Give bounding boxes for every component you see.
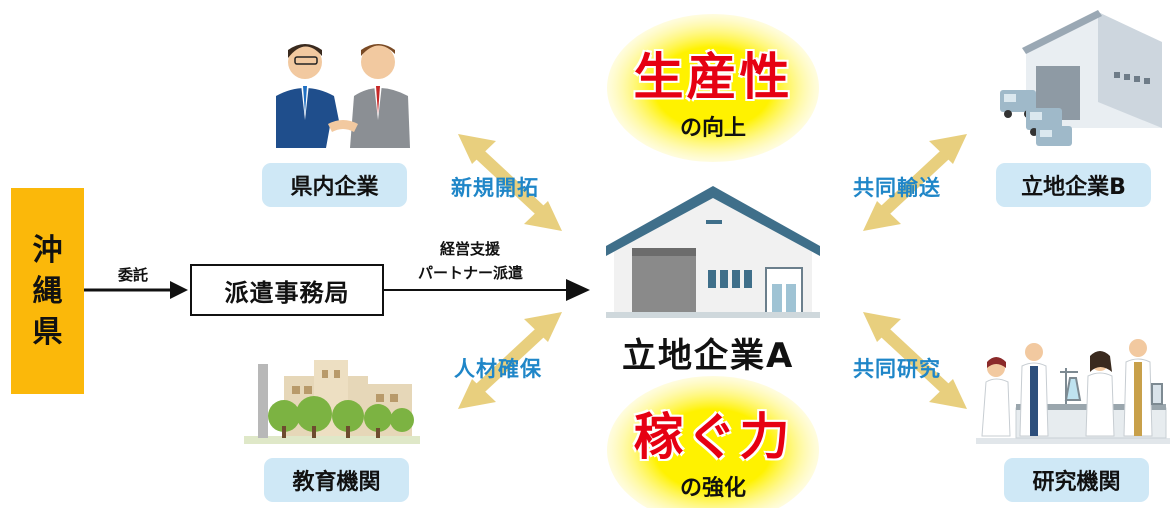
node-research: 研究機関 <box>1004 458 1149 502</box>
double-arrow-joint-transport <box>863 134 967 231</box>
node-company-b-label: 立地企業B <box>1021 175 1126 200</box>
center-company-label: 立地企業A <box>622 336 795 376</box>
productivity-subtitle: の向上 <box>679 116 746 141</box>
scientist-4-icon <box>1123 339 1153 437</box>
okinawa-char-3: 県 <box>32 314 63 350</box>
factory-icon <box>606 186 820 318</box>
double-arrow-talent <box>458 312 562 409</box>
warehouse-trucks-icon <box>1000 10 1162 146</box>
dispatch-office-box: 派遣事務局 <box>190 264 384 316</box>
okinawa-char-2: 縄 <box>32 273 63 309</box>
node-research-label: 研究機関 <box>1032 470 1121 495</box>
double-arrow-new-business <box>458 134 562 231</box>
earning-bubble: 稼ぐ力 の強化 <box>608 412 818 502</box>
school-building-icon <box>244 360 420 444</box>
node-education-label: 教育機関 <box>292 470 381 495</box>
relation-joint-research: 共同研究 <box>853 357 941 381</box>
commission-label: 委託 <box>118 266 149 284</box>
scientist-2-icon <box>1019 343 1049 437</box>
lab-equipment-icon <box>1060 368 1163 405</box>
node-company-b: 立地企業B <box>996 163 1151 207</box>
node-local-companies-label: 県内企業 <box>290 175 379 200</box>
productivity-bubble: 生産性 の向上 <box>608 52 818 142</box>
commission-arrow <box>84 281 188 299</box>
dispatch-office-label: 派遣事務局 <box>224 278 350 307</box>
truck-3-icon <box>1036 126 1072 146</box>
scientist-3-icon <box>1085 351 1115 437</box>
earning-bubble-shape <box>607 376 819 508</box>
research-lab-icon <box>976 339 1170 444</box>
scientist-1-icon <box>981 357 1011 437</box>
support-arrow <box>384 279 590 301</box>
support-label-line1: 経営支援 <box>440 240 501 258</box>
okinawa-char-1: 沖 <box>32 232 63 268</box>
earning-title: 稼ぐ力 <box>633 408 793 466</box>
okinawa-prefecture-block: 沖 縄 県 <box>11 188 84 394</box>
productivity-bubble-shape <box>607 14 819 162</box>
relation-talent: 人材確保 <box>454 357 542 381</box>
support-label-line2: パートナー派遣 <box>418 264 524 282</box>
earning-subtitle: の強化 <box>679 476 746 501</box>
relation-new-business: 新規開拓 <box>451 176 539 200</box>
node-local-companies: 県内企業 <box>262 163 407 207</box>
double-arrow-joint-research <box>863 312 967 409</box>
relation-joint-transport: 共同輸送 <box>853 176 941 200</box>
node-education: 教育機関 <box>264 458 409 502</box>
handshake-businessmen-icon <box>276 44 410 148</box>
productivity-title: 生産性 <box>633 48 793 106</box>
